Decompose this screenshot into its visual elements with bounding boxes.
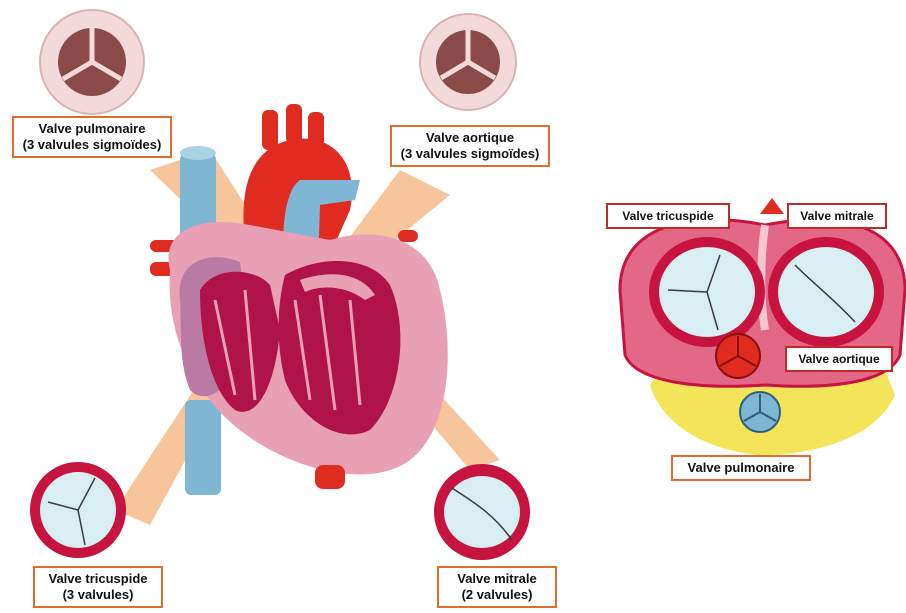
- label-tricuspid-line2: (3 valvules): [41, 587, 155, 603]
- section-label-mitral: Valve mitrale: [787, 203, 887, 229]
- label-pulmonary-line1: Valve pulmonaire: [20, 121, 164, 137]
- section-label-pulmonary: Valve pulmonaire: [671, 455, 811, 481]
- inferior-vena-cava: [185, 400, 221, 495]
- label-mitral-line2: (2 valvules): [445, 587, 549, 603]
- label-mitral-line1: Valve mitrale: [445, 571, 549, 587]
- valve-inset-aortic: [420, 14, 516, 110]
- label-aortic-valve: Valve aortique (3 valvules sigmoïdes): [390, 125, 550, 167]
- label-tricuspid-line1: Valve tricuspide: [41, 571, 155, 587]
- section-label-tricuspid: Valve tricuspide: [606, 203, 730, 229]
- label-pulmonary-valve: Valve pulmonaire (3 valvules sigmoïdes): [12, 116, 172, 158]
- label-aortic-line2: (3 valvules sigmoïdes): [398, 146, 542, 162]
- section-label-aortic: Valve aortique: [785, 346, 893, 372]
- label-mitral-valve: Valve mitrale (2 valvules): [437, 566, 557, 608]
- label-aortic-line1: Valve aortique: [398, 130, 542, 146]
- valve-inset-pulmonary: [40, 10, 144, 114]
- valve-inset-mitral: [434, 464, 530, 560]
- valve-cross-section: [620, 198, 905, 455]
- valve-inset-tricuspid: [30, 462, 126, 558]
- label-tricuspid-valve: Valve tricuspide (3 valvules): [33, 566, 163, 608]
- label-pulmonary-line2: (3 valvules sigmoïdes): [20, 137, 164, 153]
